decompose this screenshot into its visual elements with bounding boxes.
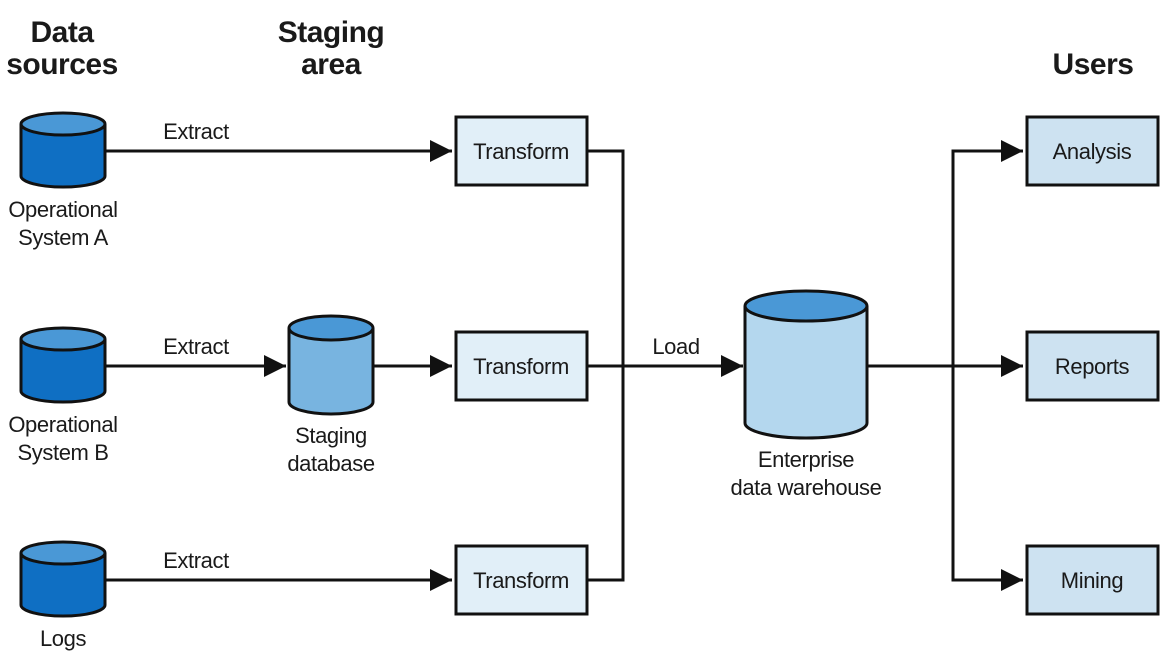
source-label: Operational [8, 197, 117, 222]
heading-staging-area: Staging area [278, 16, 385, 81]
source-label: System A [18, 225, 108, 250]
database-icon [19, 326, 107, 404]
users-distribution-bus [951, 149, 1023, 582]
user-box-rect [1025, 330, 1160, 402]
staging-db-label: Staging [295, 423, 367, 448]
heading-line: area [301, 48, 362, 81]
heading-line: Users [1053, 48, 1134, 81]
source-label: System B [18, 440, 109, 465]
connectors [106, 140, 1023, 591]
user-box-rect [1025, 544, 1160, 616]
edge-label-load: Load [652, 334, 699, 359]
edge-label-extract: Extract [163, 119, 229, 144]
database-icon [287, 314, 375, 416]
edge-label-extract: Extract [163, 548, 229, 573]
user-label: Analysis [1053, 139, 1132, 164]
transform-label: Transform [473, 139, 569, 164]
heading-users: Users [1053, 48, 1134, 81]
database-icon [743, 289, 869, 440]
transform-label: Transform [473, 568, 569, 593]
source-db-operational-system-b: Operational System B [8, 326, 118, 465]
heading-line: sources [6, 48, 118, 81]
enterprise-data-warehouse: Enterprise data warehouse [731, 289, 882, 500]
transform-box-3: Transform [454, 544, 589, 616]
transform-label: Transform [473, 354, 569, 379]
heading-data-sources: Data sources [6, 16, 118, 81]
staging-db-label: database [287, 451, 374, 476]
source-label: Operational [8, 412, 117, 437]
user-box-reports: Reports [1025, 330, 1160, 402]
user-box-analysis: Analysis [1025, 115, 1160, 187]
user-box-mining: Mining [1025, 544, 1160, 616]
transform-box-rect [454, 544, 589, 616]
transform-box-rect [454, 330, 589, 402]
heading-line: Staging [278, 16, 385, 49]
database-icon [19, 540, 107, 618]
transform-box-2: Transform [454, 330, 589, 402]
user-label: Mining [1061, 568, 1123, 593]
source-label: Logs [40, 626, 87, 651]
warehouse-label: Enterprise [758, 447, 854, 472]
warehouse-label: data warehouse [731, 475, 882, 500]
user-box-rect [1025, 115, 1160, 187]
user-label: Reports [1055, 354, 1130, 379]
transform-box-rect [454, 115, 589, 187]
source-db-operational-system-a: Operational System A [8, 111, 118, 250]
staging-database: Staging database [287, 314, 375, 476]
source-db-logs: Logs [19, 540, 107, 651]
transform-box-1: Transform [454, 115, 589, 187]
edge-label-extract: Extract [163, 334, 229, 359]
database-icon [19, 111, 107, 189]
heading-line: Data [30, 16, 94, 49]
